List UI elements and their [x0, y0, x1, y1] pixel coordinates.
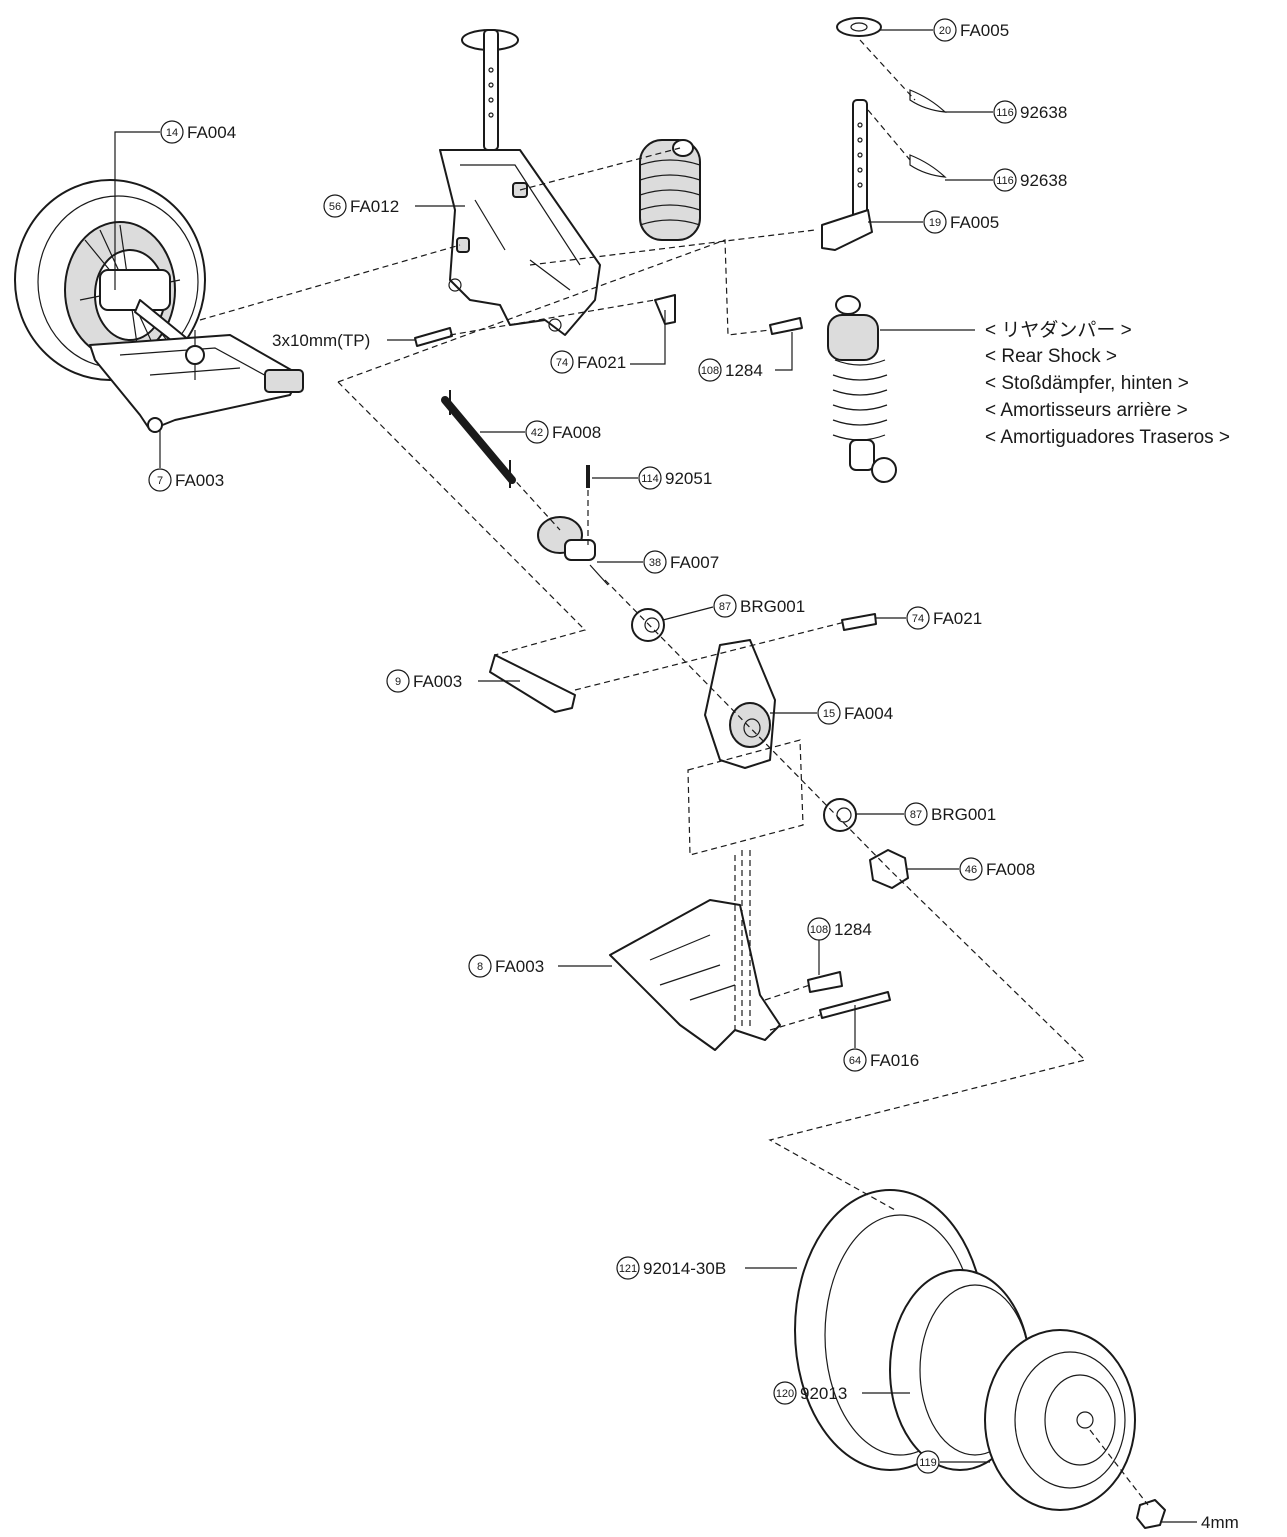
svg-text:1284: 1284	[834, 920, 872, 939]
callout-42-fa008: 42 FA008	[480, 420, 601, 444]
callout-116-92638-b: 116 92638	[945, 168, 1067, 192]
svg-text:FA007: FA007	[670, 553, 719, 572]
svg-text:8: 8	[477, 961, 483, 973]
callout-56-fa012: 56 FA012	[323, 194, 465, 218]
svg-text:119: 119	[919, 1457, 937, 1469]
callout-121-92014-30b: 121 92014-30B	[616, 1256, 797, 1280]
svg-text:14: 14	[166, 127, 178, 139]
callout-119: 119	[916, 1450, 990, 1474]
callout-74-fa021-a: 74 FA021	[550, 310, 666, 374]
callout-74-fa021-b: 74 FA021	[876, 606, 982, 630]
shock-title-fr: < Amortisseurs arrière >	[985, 400, 1188, 421]
bearing-upper-illustration	[631, 608, 665, 642]
svg-text:46: 46	[965, 864, 977, 876]
rear-wheel-illustration	[794, 1189, 1166, 1529]
svg-text:74: 74	[912, 613, 924, 625]
svg-text:7: 7	[157, 475, 163, 487]
svg-text:FA003: FA003	[175, 471, 224, 490]
svg-text:FA003: FA003	[495, 957, 544, 976]
svg-text:BRG001: BRG001	[931, 805, 996, 824]
shock-title-ja: < リヤダンパー >	[985, 319, 1132, 341]
svg-text:116: 116	[996, 107, 1014, 119]
svg-text:87: 87	[910, 809, 922, 821]
lower-arm-right-illustration	[609, 899, 781, 1051]
svg-text:4mm: 4mm	[1201, 1513, 1239, 1532]
bearing-lower-illustration	[823, 798, 857, 832]
axle-illustration	[537, 516, 609, 586]
svg-text:15: 15	[823, 708, 835, 720]
callout-14-fa004: 14 FA004	[114, 120, 236, 290]
svg-text:FA008: FA008	[986, 860, 1035, 879]
callout-20-fa005: 20 FA005	[880, 18, 1009, 42]
svg-text:FA016: FA016	[870, 1051, 919, 1070]
link-illustration	[489, 654, 576, 713]
hub-carrier-illustration	[704, 639, 776, 769]
svg-text:1284: 1284	[725, 361, 763, 380]
callout-3x10mm-tp: 3x10mm(TP)	[272, 331, 415, 350]
right-post-illustration	[821, 17, 947, 251]
svg-text:121: 121	[619, 1263, 637, 1275]
svg-text:74: 74	[556, 357, 568, 369]
svg-text:FA004: FA004	[844, 704, 893, 723]
callout-38-fa007: 38 FA007	[597, 550, 719, 574]
svg-text:92013: 92013	[800, 1384, 847, 1403]
svg-text:FA012: FA012	[350, 197, 399, 216]
svg-text:92014-30B: 92014-30B	[643, 1259, 726, 1278]
svg-text:FA004: FA004	[187, 123, 236, 142]
callout-19-fa005: 19 FA005	[868, 210, 999, 234]
callout-15-fa004: 15 FA004	[770, 701, 893, 725]
svg-text:64: 64	[849, 1055, 861, 1067]
drive-shaft-illustration	[441, 390, 516, 488]
left-wheel-illustration	[14, 179, 206, 381]
svg-text:BRG001: BRG001	[740, 597, 805, 616]
svg-text:FA003: FA003	[413, 672, 462, 691]
svg-text:FA008: FA008	[552, 423, 601, 442]
callout-9-fa003: 9 FA003	[386, 669, 520, 693]
assembly-guide-lines	[199, 39, 1149, 1506]
shock-title-de: < Stoßdämpfer, hinten >	[985, 373, 1189, 394]
svg-text:FA005: FA005	[950, 213, 999, 232]
callout-114-92051: 114 92051	[592, 466, 712, 490]
svg-text:120: 120	[776, 1388, 794, 1400]
svg-text:19: 19	[929, 217, 941, 229]
screw-illustrations	[414, 294, 891, 1019]
svg-text:116: 116	[996, 175, 1014, 187]
svg-text:108: 108	[701, 365, 719, 377]
callout-108-1284-a: 108 1284	[698, 332, 793, 382]
shock-title-en: < Rear Shock >	[985, 346, 1117, 367]
svg-text:42: 42	[531, 427, 543, 439]
callout-87-brg001-b: 87 BRG001	[856, 802, 996, 826]
callout-120-92013: 120 92013	[773, 1381, 910, 1405]
svg-text:92638: 92638	[1020, 103, 1067, 122]
callout-116-92638-a: 116 92638	[945, 100, 1067, 124]
svg-text:92638: 92638	[1020, 171, 1067, 190]
svg-text:56: 56	[329, 201, 341, 213]
callout-87-brg001-a: 87 BRG001	[662, 594, 805, 621]
svg-text:9: 9	[395, 676, 401, 688]
svg-text:FA021: FA021	[933, 609, 982, 628]
svg-text:3x10mm(TP): 3x10mm(TP)	[272, 331, 370, 350]
lower-arm-left-illustration	[89, 330, 304, 433]
callout-7-fa003: 7 FA003	[148, 430, 224, 492]
svg-text:108: 108	[810, 924, 828, 936]
upper-shock-illustration	[639, 139, 701, 241]
svg-text:38: 38	[649, 557, 661, 569]
callout-108-1284-b: 108 1284	[807, 917, 872, 975]
svg-text:87: 87	[719, 601, 731, 613]
callout-4mm: 4mm	[1162, 1513, 1239, 1532]
svg-text:FA021: FA021	[577, 353, 626, 372]
svg-text:92051: 92051	[665, 469, 712, 488]
svg-text:114: 114	[641, 473, 659, 485]
rear-shock-title-block: < リヤダンパー > < Rear Shock > < Stoßdämpfer,…	[880, 319, 1230, 448]
callout-46-fa008: 46 FA008	[906, 857, 1035, 881]
shock-tower-illustration	[439, 29, 601, 336]
callout-8-fa003: 8 FA003	[468, 954, 612, 978]
svg-text:FA005: FA005	[960, 21, 1009, 40]
svg-text:20: 20	[939, 25, 951, 37]
rear-shock-illustration	[827, 295, 897, 483]
shock-title-es: < Amortiguadores Traseros >	[985, 427, 1230, 448]
callout-64-fa016: 64 FA016	[843, 1005, 919, 1072]
